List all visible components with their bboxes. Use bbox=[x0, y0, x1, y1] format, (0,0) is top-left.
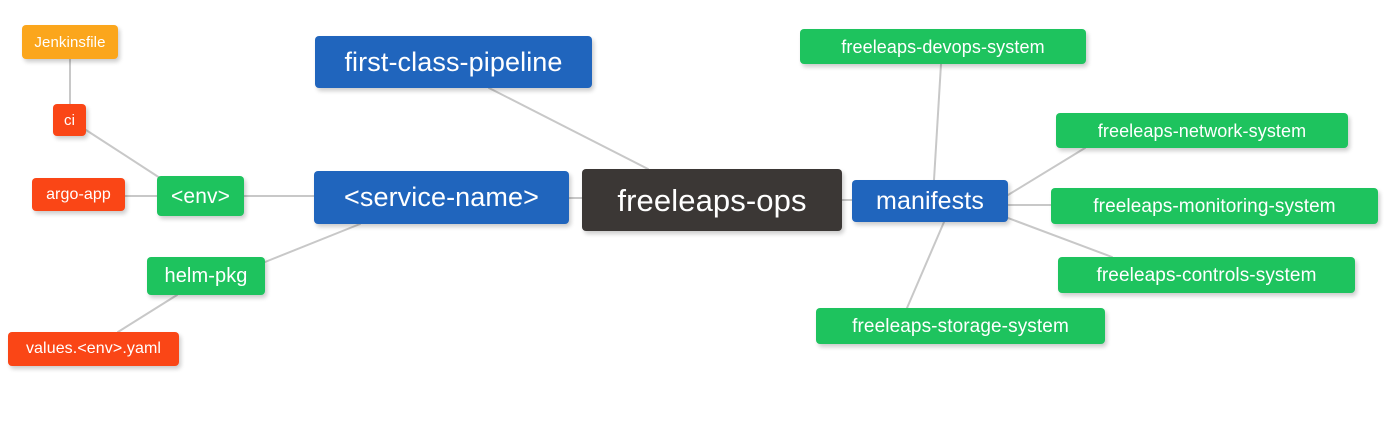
edge-first-class-to-root bbox=[488, 87, 649, 170]
mindmap-node-controls-system[interactable]: freeleaps-controls-system bbox=[1058, 257, 1355, 293]
mindmap-node-env[interactable]: <env> bbox=[157, 176, 244, 216]
mindmap-node-ci[interactable]: ci bbox=[53, 104, 86, 136]
mindmap-node-helm-pkg[interactable]: helm-pkg bbox=[147, 257, 265, 295]
mindmap-node-argo-app[interactable]: argo-app bbox=[32, 178, 125, 211]
mindmap-node-network-system[interactable]: freeleaps-network-system bbox=[1056, 113, 1348, 148]
edge-manifests-to-devops-system bbox=[933, 63, 942, 181]
mindmap-node-first-class[interactable]: first-class-pipeline bbox=[315, 36, 592, 88]
edge-service-name-to-helm-pkg bbox=[264, 223, 361, 263]
mindmap-node-jenkinsfile[interactable]: Jenkinsfile bbox=[22, 25, 118, 59]
mindmap-node-manifests[interactable]: manifests bbox=[852, 180, 1008, 222]
edge-helm-pkg-to-values-yaml bbox=[117, 294, 178, 333]
mindmap-node-monitoring-system[interactable]: freeleaps-monitoring-system bbox=[1051, 188, 1378, 224]
mindmap-node-devops-system[interactable]: freeleaps-devops-system bbox=[800, 29, 1086, 64]
edge-ci-to-env bbox=[85, 129, 161, 179]
mindmap-node-storage-system[interactable]: freeleaps-storage-system bbox=[816, 308, 1105, 344]
edge-manifests-to-storage-system bbox=[906, 221, 945, 309]
mindmap-node-values-yaml[interactable]: values.<env>.yaml bbox=[8, 332, 179, 366]
mindmap-node-service-name[interactable]: <service-name> bbox=[314, 171, 569, 224]
mindmap-node-root[interactable]: freeleaps-ops bbox=[582, 169, 842, 231]
